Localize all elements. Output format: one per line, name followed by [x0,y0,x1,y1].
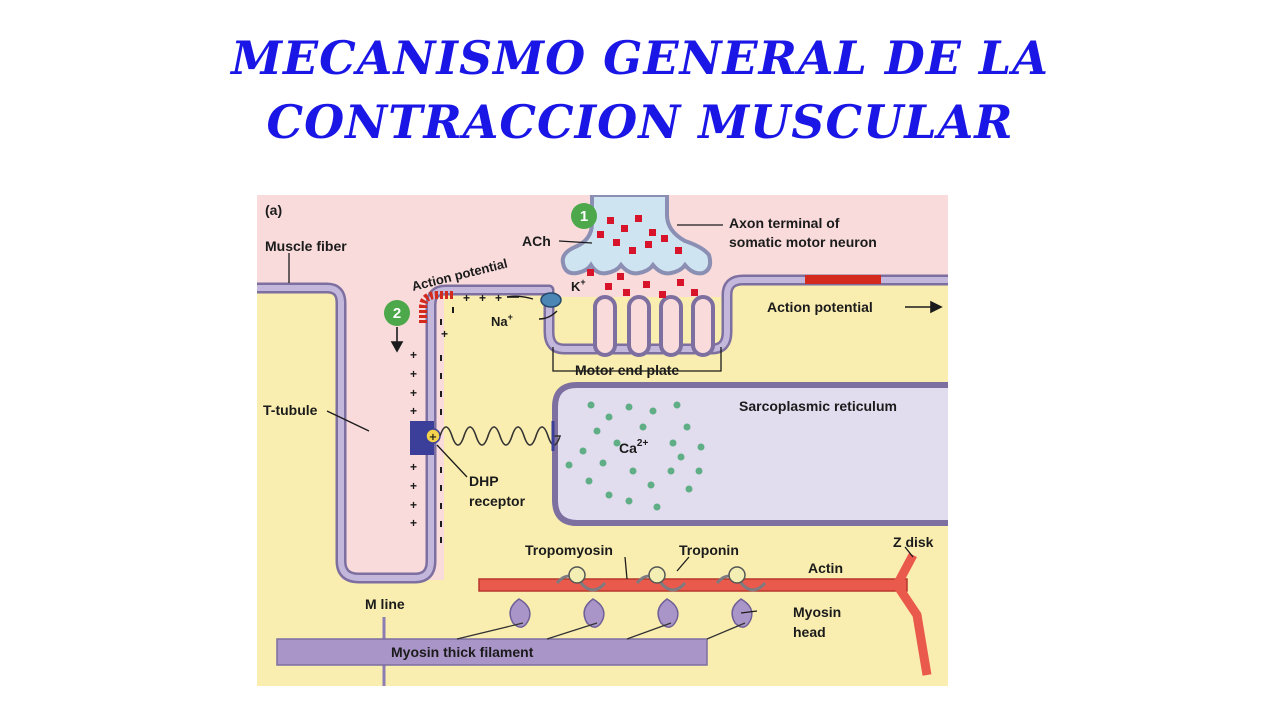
svg-text:+: + [410,479,417,493]
label-axon-terminal-line-2: somatic motor neuron [729,234,877,250]
ryanodine-spring [439,426,562,446]
action-potential-band-left [419,291,453,323]
title-line-1: MECANISMO GENERAL DE LA [231,31,1049,85]
tropomyosin-troponin-complexes [555,566,767,592]
action-potential-band-right [805,275,881,284]
label-axon-terminal-line-1: Axon terminal of [729,215,840,231]
step-1-number: 1 [580,208,588,225]
step-2-number: 2 [393,305,401,322]
step-badge-1: 1 [571,203,597,229]
label-sodium: Na+ [491,312,513,329]
svg-text:+: + [410,404,417,418]
svg-text:+: + [441,327,448,341]
myosin-heads [509,598,753,628]
label-muscle-fiber: Muscle fiber [265,238,347,254]
svg-text:+: + [410,516,417,530]
slide-title: MECANISMO GENERAL DE LA CONTRACCION MUSC… [0,26,1280,154]
svg-text:+: + [410,386,417,400]
svg-text:+: + [410,367,417,381]
label-potassium: K+ [571,277,586,294]
panel-label: (a) [265,202,282,218]
acetylcholine-molecules [587,215,698,298]
sarcoplasmic-reticulum [552,382,948,526]
muscle-contraction-diagram: + + + + + + + + + + + + + [257,195,948,686]
label-troponin: Troponin [679,542,739,558]
label-myosin-head-line-2: head [793,624,826,640]
label-calcium: Ca2+ [619,438,648,456]
label-dhp-line-2: receptor [469,493,526,509]
calcium-ions [565,401,705,511]
svg-text:+: + [495,291,502,305]
svg-text:+: + [410,348,417,362]
label-t-tubule: T-tubule [263,402,318,418]
diagram-svg: + + + + + + + + + + + + + [257,195,948,686]
label-dhp-line-1: DHP [469,473,499,489]
label-myosin-thick-filament: Myosin thick filament [391,644,534,660]
label-myosin-head-line-1: Myosin [793,604,841,620]
membrane-negative-charges [440,307,454,543]
ion-channel [540,292,562,308]
myosin-thick-filament [276,638,708,666]
label-ach: ACh [522,233,551,249]
label-motor-end-plate: Motor end plate [575,362,679,378]
membrane-charges: + + + + + + + + + + + + [410,291,502,530]
step-badge-2: 2 [384,300,410,326]
leader-lines [288,224,914,614]
svg-text:+: + [479,291,486,305]
label-action-potential-right: Action potential [767,299,873,315]
title-line-2: CONTRACCION MUSCULAR [266,95,1014,149]
z-disk [892,552,932,676]
svg-text:+: + [463,291,470,305]
svg-text:+: + [410,498,417,512]
label-z-disk: Z disk [893,534,934,550]
label-m-line: M line [365,596,405,612]
junctional-folds [593,295,715,357]
actin-filament [478,578,908,592]
label-tropomyosin: Tropomyosin [525,542,613,558]
axon-terminal [560,195,713,276]
svg-text:+: + [429,432,437,443]
svg-text:+: + [410,460,417,474]
label-actin: Actin [808,560,843,576]
arrows [390,296,943,353]
label-sarcoplasmic-reticulum: Sarcoplasmic reticulum [739,398,897,414]
